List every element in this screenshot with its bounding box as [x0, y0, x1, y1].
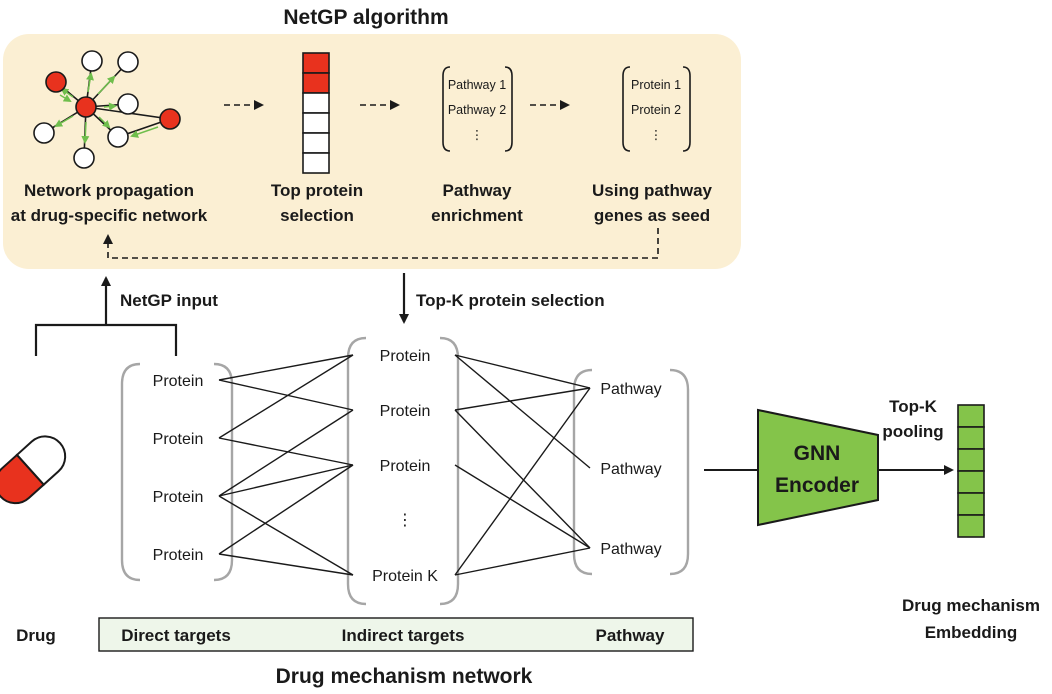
- protein-list-ellipsis: ⋮: [650, 128, 663, 142]
- step2-caption-line1: Top protein: [271, 181, 363, 200]
- indirect-protein-3: Protein: [380, 458, 431, 475]
- embedding-vector: [957, 404, 985, 538]
- network-legend-bar: [98, 617, 694, 652]
- step3-caption-line2: enrichment: [431, 206, 523, 225]
- gnn-label-line1: GNN: [794, 442, 841, 465]
- legend-direct-targets: Direct targets: [121, 626, 231, 645]
- netgp-input-label: NetGP input: [120, 291, 218, 310]
- netgp-panel: [3, 34, 741, 269]
- network-edges: [218, 354, 591, 576]
- drug-pill-icon: [0, 435, 67, 505]
- topk-selection-label: Top-K protein selection: [416, 291, 605, 310]
- network-caption: Drug mechanism network: [276, 665, 533, 688]
- indirect-target-brackets: [346, 336, 460, 606]
- embedding-caption-line2: Embedding: [925, 623, 1018, 642]
- pooling-label-line2: pooling: [882, 422, 943, 441]
- protein-list-item1: Protein 1: [631, 78, 681, 92]
- step3-caption-line1: Pathway: [443, 181, 513, 200]
- direct-target-brackets: [120, 362, 234, 582]
- propagation-network-icon: [33, 50, 181, 169]
- indirect-protein-2: Protein: [380, 403, 431, 420]
- pathway-list-ellipsis: ⋮: [471, 128, 484, 142]
- gnn-label-line2: Encoder: [775, 474, 859, 497]
- step2-caption-line2: selection: [280, 206, 354, 225]
- drug-label: Drug: [16, 626, 56, 645]
- pathway-enrichment-list: Pathway 1 Pathway 2 ⋮: [442, 66, 513, 152]
- direct-protein-1: Protein: [153, 373, 204, 390]
- legend-pathway: Pathway: [596, 626, 666, 645]
- feedback-loop-arrow: [103, 228, 659, 259]
- legend-indirect-targets: Indirect targets: [342, 626, 465, 645]
- pathway-brackets: [572, 368, 690, 576]
- pathway-node-2: Pathway: [600, 461, 661, 478]
- pooling-label-line1: Top-K: [889, 397, 938, 416]
- netgp-title: NetGP algorithm: [283, 6, 448, 29]
- seed-protein-list: Protein 1 Protein 2 ⋮: [622, 66, 691, 152]
- step4-caption-line2: genes as seed: [594, 206, 710, 225]
- step1-caption-line1: Network propagation: [24, 181, 194, 200]
- direct-protein-3: Protein: [153, 489, 204, 506]
- pathway-list-item1: Pathway 1: [448, 78, 506, 92]
- pathway-node-1: Pathway: [600, 381, 661, 398]
- pathway-list-item2: Pathway 2: [448, 103, 506, 117]
- gnn-encoder-block: [757, 408, 879, 527]
- protein-list-item2: Protein 2: [631, 103, 681, 117]
- netgp-input-arrow: [34, 276, 178, 356]
- indirect-protein-k: Protein K: [372, 568, 438, 585]
- step1-caption-line2: at drug-specific network: [11, 206, 208, 225]
- step4-caption-line1: Using pathway: [592, 181, 713, 200]
- protein-vector-icon: [302, 52, 330, 174]
- embedding-caption-line1: Drug mechanism: [902, 596, 1040, 615]
- indirect-protein-1: Protein: [380, 348, 431, 365]
- indirect-protein-ellipsis: ⋮: [397, 512, 413, 529]
- direct-protein-4: Protein: [153, 547, 204, 564]
- direct-protein-2: Protein: [153, 431, 204, 448]
- pathway-node-3: Pathway: [600, 541, 661, 558]
